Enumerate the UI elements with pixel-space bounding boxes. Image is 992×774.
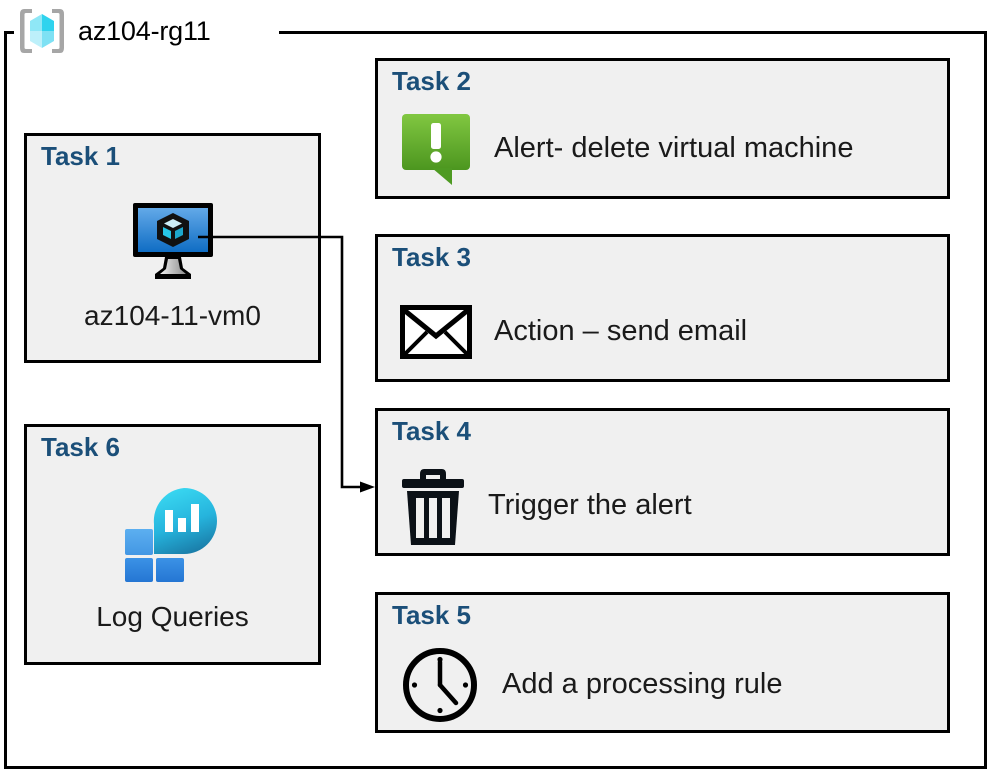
- task2-label: Alert- delete virtual machine: [494, 132, 854, 165]
- clock-icon: [403, 648, 477, 722]
- task-card-task1[interactable]: Task 1: [24, 133, 321, 363]
- task-card-title: Task 2: [392, 66, 472, 96]
- resource-group-legend: az104-rg11: [16, 5, 211, 57]
- task2-content-row: Alert- delete virtual machine: [400, 107, 937, 191]
- virtual-machine-icon: [132, 203, 213, 279]
- task-card-title: Task 4: [392, 416, 472, 446]
- task4-content-row: Trigger the alert: [400, 459, 937, 553]
- task3-content-row: Action – send email: [400, 287, 937, 377]
- task6-caption: Log Queries: [96, 601, 249, 632]
- task-card-task5[interactable]: Task 5 Add a processing rule: [375, 592, 950, 733]
- virtual-machine-icon-wrap: [27, 200, 318, 282]
- task-card-task3[interactable]: Task 3 Action – send email: [375, 234, 950, 382]
- task3-label: Action – send email: [494, 315, 748, 348]
- task-card-title: Task 1: [41, 141, 121, 171]
- resource-group-frame: [4, 31, 987, 769]
- resource-group-legend-notch: [14, 20, 279, 46]
- alert-exclamation-callout-icon-wrap: [400, 112, 472, 186]
- task-card-task4[interactable]: Task 4 Trigger the alert: [375, 408, 950, 556]
- task-card-task6[interactable]: Task 6: [24, 424, 321, 665]
- envelope-icon: [400, 305, 472, 359]
- task5-content-row: Add a processing rule: [400, 641, 937, 729]
- resource-group-cube-icon: [20, 9, 64, 53]
- envelope-icon-wrap: [400, 305, 472, 359]
- task-card-title: Task 5: [392, 600, 472, 630]
- task4-label: Trigger the alert: [488, 489, 692, 522]
- task-card-title: Task 3: [392, 242, 472, 272]
- trash-can-icon: [402, 469, 464, 545]
- resource-group-label: az104-rg11: [78, 15, 211, 46]
- clock-icon-wrap: [400, 645, 480, 725]
- alert-exclamation-callout-icon: [402, 114, 470, 185]
- task-card-task2[interactable]: Task 2 Alert- delete virtual machin: [375, 58, 950, 199]
- task-card-title: Task 6: [41, 432, 121, 462]
- trash-can-icon-wrap: [400, 465, 466, 547]
- task5-label: Add a processing rule: [502, 668, 783, 701]
- log-analytics-icon-wrap: [27, 482, 318, 582]
- log-analytics-icon: [124, 488, 217, 582]
- task1-caption: az104-11-vm0: [84, 300, 261, 331]
